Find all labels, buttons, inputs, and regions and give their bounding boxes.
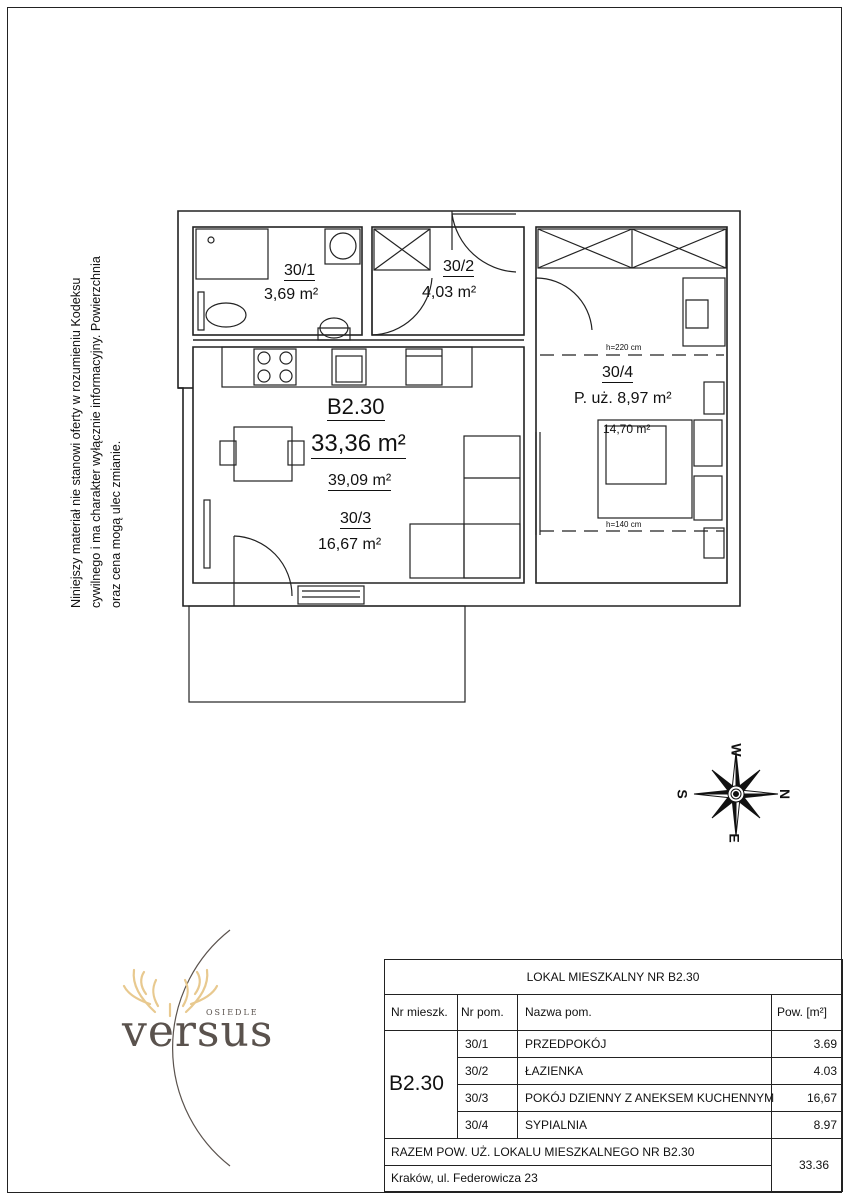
room-id-30-3: 30/3 <box>340 510 372 529</box>
address: Kraków, ul. Federowicza 23 <box>391 1171 538 1185</box>
unit-code: B2.30 <box>327 394 385 421</box>
row-2-no: 30/2 <box>465 1063 489 1078</box>
header-area: Pow. [m²] <box>777 1005 828 1019</box>
room-id-30-4: 30/4 <box>602 364 634 383</box>
logo-main-text: versus <box>122 1006 274 1057</box>
living-door <box>535 432 541 535</box>
row-3-area: 16,67 <box>806 1090 837 1105</box>
row-1-name: PRZEDPOKÓJ <box>525 1036 607 1051</box>
total-label: RAZEM POW. UŻ. LOKALU MIESZKALNEGO NR B2… <box>391 1144 695 1159</box>
bedroom-desk <box>682 277 726 347</box>
unit-area: 33,36 m² <box>311 430 406 459</box>
compass-rose <box>693 751 779 837</box>
header-room-name: Nazwa pom. <box>525 1005 592 1019</box>
height-top-label: h=220 cm <box>606 343 642 352</box>
row-4-name: SYPIALNIA <box>525 1117 588 1132</box>
room-table: LOKAL MIESZKALNY NR B2.30 Nr mieszk. Nr … <box>384 959 843 1192</box>
compass-n: N <box>777 788 794 800</box>
row-2-name: ŁAZIENKA <box>525 1063 584 1078</box>
row-3-no: 30/3 <box>465 1090 489 1105</box>
bedroom-wardrobe <box>537 228 727 269</box>
room-id-30-1: 30/2 <box>443 258 475 277</box>
compass-w: W <box>728 743 745 757</box>
room-area-30-1: 4,03 m² <box>422 284 477 301</box>
bathroom-fixtures <box>195 228 361 341</box>
row-4-area: 8.97 <box>813 1117 837 1132</box>
row-2-area: 4.03 <box>813 1063 837 1078</box>
logo-small-text: OSIEDLE <box>206 1008 259 1017</box>
height-bottom-label: h=140 cm <box>606 520 642 529</box>
logo-arc <box>172 929 231 1167</box>
row-4-no: 30/4 <box>465 1117 489 1132</box>
room-id-30-2: 30/1 <box>284 262 316 281</box>
unit-gross-area: 39,09 m² <box>328 472 392 491</box>
table-title: LOKAL MIESZKALNY NR B2.30 <box>526 970 700 984</box>
living-sofa <box>409 435 521 579</box>
room-area-30-2: 3,69 m² <box>264 286 319 303</box>
bath-door <box>371 270 433 336</box>
hall-wardrobe <box>373 228 431 271</box>
compass-e: E <box>726 833 743 843</box>
balcony <box>188 605 466 703</box>
room-area-30-4: P. uż. 8,97 m² <box>574 390 672 407</box>
row-1-area: 3.69 <box>813 1036 837 1051</box>
unit-code-cell: B2.30 <box>389 1072 444 1095</box>
dining-table <box>219 426 305 482</box>
window <box>297 585 365 605</box>
compass-s: S <box>674 789 691 799</box>
page-frame <box>7 7 842 1193</box>
entry-door <box>451 211 517 273</box>
total-area: 33.36 <box>798 1157 829 1172</box>
header-unit: Nr mieszk. <box>391 1005 448 1019</box>
kitchen-counter <box>221 346 473 388</box>
row-3-name: POKÓJ DZIENNY Z ANEKSEM KUCHENNYM <box>525 1090 775 1105</box>
room-floor-area-30-4: 14,70 m² <box>603 422 651 436</box>
row-1-no: 30/1 <box>465 1036 489 1051</box>
logo-antlers <box>122 968 219 1018</box>
bedroom-bed <box>597 381 725 559</box>
room-area-30-3: 16,67 m² <box>318 536 382 553</box>
room-door-30-3 <box>203 499 293 606</box>
header-room-no: Nr pom. <box>461 1005 504 1019</box>
bedroom-door <box>535 277 593 331</box>
